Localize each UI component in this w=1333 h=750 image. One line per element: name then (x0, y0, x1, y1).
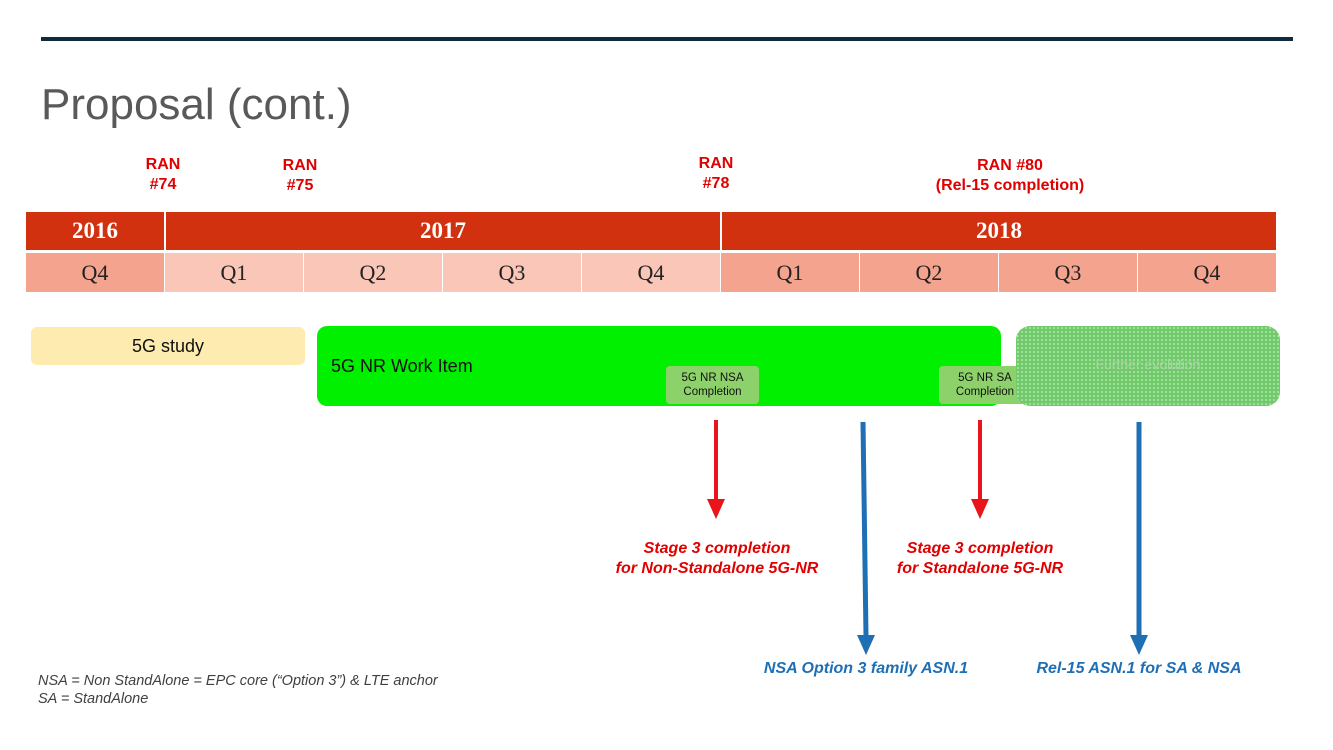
meeting-label-ran80: RAN #80 (Rel-15 completion) (935, 157, 1085, 194)
sa-stage3-arrow (971, 420, 989, 519)
work-item-label: 5G NR Work Item (331, 356, 473, 376)
rel15-asn1-arrow (1130, 422, 1148, 655)
sa-stage3-caption: Stage 3 completion for Standalone 5G-NR (896, 540, 1064, 577)
work-item-bar (317, 326, 1001, 406)
slide-title: Proposal (cont.) (41, 80, 352, 129)
nsa-completion-milestone: 5G NR NSA Completion (666, 366, 759, 404)
meeting-label-ran74: RAN #74 (145, 156, 181, 193)
quarter-2018-q3: Q3 (998, 253, 1137, 292)
footnote-nsa: NSA = Non StandAlone = EPC core (“Option… (38, 673, 438, 689)
year-2016: 2016 (26, 212, 164, 250)
study-bar: 5G study (31, 327, 305, 365)
quarter-2017-q3: Q3 (442, 253, 581, 292)
quarter-2018-q1: Q1 (720, 253, 859, 292)
year-2017: 2017 (165, 212, 720, 250)
sa-completion-milestone: 5G NR SA Completion (939, 366, 1031, 404)
further-evolution-bar (1016, 326, 1280, 406)
quarter-2017-q4: Q4 (581, 253, 720, 292)
meeting-label-ran78: RAN #78 (698, 155, 734, 192)
nsa-asn1-caption: NSA Option 3 family ASN.1 (763, 660, 969, 677)
quarter-2017-q1: Q1 (164, 253, 303, 292)
footnote-sa: SA = StandAlone (38, 691, 149, 707)
nsa-stage3-arrow (707, 420, 725, 519)
nsa-asn1-arrow (857, 421, 875, 655)
nsa-stage3-caption: Stage 3 completion for Non-Standalone 5G… (615, 540, 819, 577)
quarter-2018-q2: Q2 (859, 253, 998, 292)
meeting-label-ran75: RAN #75 (282, 157, 318, 194)
quarter-2017-q2: Q2 (303, 253, 442, 292)
year-2018: 2018 (721, 212, 1276, 250)
quarter-2016-q4: Q4 (26, 253, 164, 292)
further-evolution-label: Further evolution (1095, 356, 1201, 372)
quarter-2018-q4: Q4 (1137, 253, 1276, 292)
top-rule (41, 37, 1293, 41)
rel15-asn1-caption: Rel-15 ASN.1 for SA & NSA (1036, 660, 1242, 677)
